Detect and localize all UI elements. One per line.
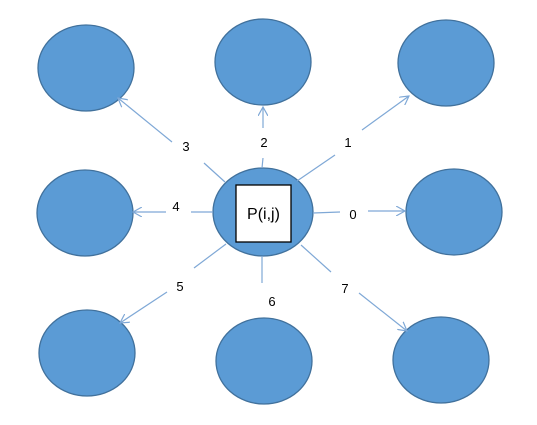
neighbor-node-6 xyxy=(215,317,313,405)
neighbor-node-3 xyxy=(37,24,135,112)
direction-3-arrow xyxy=(118,98,173,143)
direction-7-label: 7 xyxy=(341,281,348,296)
direction-3-ray xyxy=(203,162,226,183)
direction-5-arrow xyxy=(120,291,168,323)
neighbor-node-0 xyxy=(405,168,503,256)
neighbor-node-5 xyxy=(38,309,136,397)
direction-3-label: 3 xyxy=(182,139,189,154)
center-pixel-label: P(i,j) xyxy=(247,206,280,223)
direction-0-label: 0 xyxy=(349,207,356,222)
direction-6-label: 6 xyxy=(268,294,275,309)
direction-7-ray xyxy=(300,244,332,273)
neighbor-node-4 xyxy=(36,169,134,257)
direction-5-label: 5 xyxy=(176,279,183,294)
direction-1-arrow xyxy=(361,96,409,131)
direction-4-label: 4 xyxy=(172,199,179,214)
direction-2-label: 2 xyxy=(260,135,267,150)
neighbor-node-2 xyxy=(214,18,312,106)
direction-2-ray xyxy=(261,157,264,169)
center-pixel-box xyxy=(235,184,292,243)
direction-7-arrow xyxy=(358,292,407,331)
direction-1-label: 1 xyxy=(344,135,351,150)
direction-0-ray xyxy=(312,211,341,214)
neighbor-node-1 xyxy=(397,19,495,107)
neighbor-node-7 xyxy=(392,316,490,404)
direction-1-ray xyxy=(296,154,336,182)
direction-5-ray xyxy=(193,243,227,269)
